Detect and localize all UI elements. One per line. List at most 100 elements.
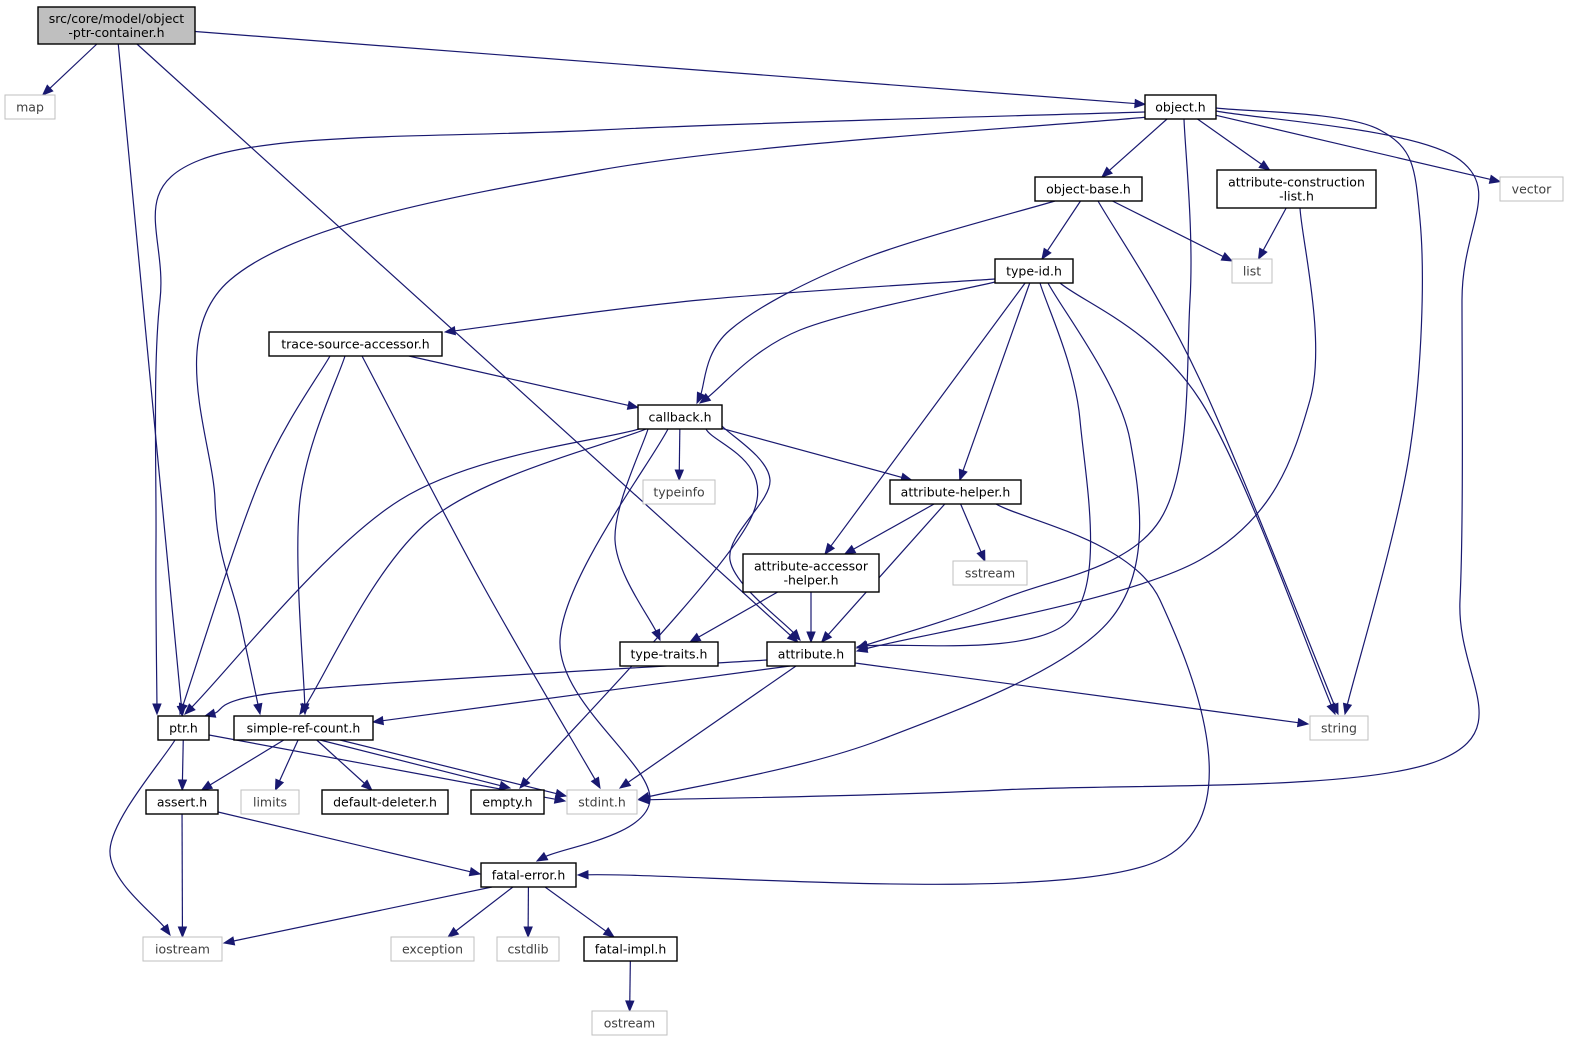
arrowhead-icon (618, 778, 632, 789)
node-box (583, 936, 678, 962)
edge-trace-source-to-callback (408, 355, 640, 410)
arrowhead-icon (576, 869, 589, 880)
edge-attr-helper-to-attr-accessor (843, 503, 935, 555)
arrowhead-icon (535, 851, 549, 862)
arrowhead-icon (1100, 166, 1113, 178)
node-attr-accessor[interactable]: attribute-accessor-helper.h (742, 553, 880, 593)
edge-line (678, 428, 681, 473)
edge-line (826, 503, 946, 637)
node-cstdlib: cstdlib (496, 936, 560, 962)
node-label: src/core/model/object (49, 11, 184, 26)
node-label: ptr.h (169, 721, 198, 736)
edge-line (544, 886, 608, 933)
node-label: map (16, 100, 44, 115)
edge-simple-ref-to-stdint (339, 739, 568, 799)
node-object-h[interactable]: object.h (1144, 94, 1217, 120)
node-default-deleter[interactable]: default-deleter.h (321, 789, 449, 815)
node-main[interactable]: src/core/model/object-ptr-container.h (37, 6, 196, 45)
node-box (240, 789, 300, 815)
node-type-traits[interactable]: type-traits.h (619, 641, 719, 667)
edge-line (699, 200, 1056, 396)
edge-line (1215, 107, 1423, 707)
node-trace-source[interactable]: trace-source-accessor.h (268, 331, 443, 357)
arrowhead-icon (820, 631, 833, 644)
arrowhead-icon (1258, 160, 1271, 171)
edge-simple-ref-to-limits (274, 739, 299, 792)
node-callback[interactable]: callback.h (637, 404, 723, 430)
edge-ptr-h-to-assert-h (177, 739, 188, 792)
edge-type-id-to-string (1059, 282, 1336, 716)
edge-type-id-to-callback (698, 281, 996, 404)
node-label: trace-source-accessor.h (281, 337, 429, 352)
node-label: -ptr-container.h (68, 25, 164, 40)
edge-line (297, 355, 346, 707)
arrowhead-icon (498, 780, 512, 791)
arrowhead-icon (178, 702, 188, 716)
arrowhead-icon (41, 84, 54, 96)
arrowhead-icon (1488, 174, 1502, 184)
node-fatal-impl[interactable]: fatal-impl.h (583, 936, 678, 962)
edge-ptr-h-to-iostream (109, 739, 176, 937)
edge-line (452, 278, 996, 332)
edge-simple-ref-to-default-deleter (316, 739, 373, 791)
node-box (1309, 715, 1369, 741)
node-label: type-id.h (1006, 264, 1062, 279)
node-box (994, 258, 1074, 284)
arrowhead-icon (177, 779, 188, 792)
node-label: -helper.h (783, 573, 838, 588)
edge-line (361, 355, 597, 782)
node-attr-construction[interactable]: attribute-construction-list.h (1216, 169, 1377, 209)
edge-main-to-ptr-h (117, 43, 187, 718)
node-attr-helper[interactable]: attribute-helper.h (889, 479, 1022, 505)
node-box (1034, 176, 1143, 202)
edge-line (646, 110, 1480, 801)
arrowhead-icon (371, 715, 385, 726)
edge-line (195, 116, 1149, 707)
edge-callback-to-type-traits (614, 428, 661, 642)
node-empty-h[interactable]: empty.h (470, 789, 545, 815)
edge-line (585, 503, 1210, 885)
node-fatal-error[interactable]: fatal-error.h (480, 862, 577, 888)
node-assert-h[interactable]: assert.h (145, 789, 219, 815)
arrowhead-icon (625, 1000, 635, 1013)
edge-line (1045, 200, 1082, 253)
edge-object-base-to-string (1097, 200, 1339, 716)
edge-object-h-to-object-base (1100, 118, 1168, 178)
node-label: default-deleter.h (333, 795, 437, 810)
edge-line (1197, 118, 1264, 166)
node-type-id[interactable]: type-id.h (994, 258, 1074, 284)
node-box (268, 331, 443, 357)
edge-simple-ref-to-empty-h (319, 739, 512, 791)
edge-callback-to-empty-h (519, 428, 759, 790)
arrowhead-icon (976, 549, 986, 563)
arrowhead-icon (958, 468, 968, 482)
arrowhead-icon (554, 788, 568, 799)
arrowhead-icon (523, 926, 533, 939)
arrowhead-icon (1296, 717, 1310, 728)
edge-object-h-to-vector (1215, 114, 1502, 184)
edge-type-id-to-stdint (637, 282, 1141, 802)
edge-line (319, 739, 503, 787)
node-simple-ref[interactable]: simple-ref-count.h (233, 715, 374, 741)
edge-line (278, 739, 299, 783)
edge-attribute-h-to-stdint (618, 665, 797, 789)
edge-line (543, 428, 669, 858)
node-object-base[interactable]: object-base.h (1034, 176, 1143, 202)
node-box (1216, 169, 1377, 209)
arrowhead-icon (626, 400, 640, 410)
node-label: cstdlib (507, 942, 548, 957)
arrowhead-icon (590, 776, 601, 790)
node-ptr-h[interactable]: ptr.h (157, 715, 210, 741)
node-attribute-h[interactable]: attribute.h (766, 641, 856, 667)
node-box (37, 6, 196, 45)
edge-line (117, 43, 183, 709)
edge-object-h-to-string (1215, 107, 1423, 716)
node-label: ostream (604, 1016, 655, 1031)
edge-line (829, 282, 1026, 548)
node-label: simple-ref-count.h (247, 721, 361, 736)
edge-line (380, 665, 791, 722)
edge-line (194, 30, 1138, 105)
edge-attr-helper-to-attribute-h (820, 503, 946, 644)
node-typeinfo: typeinfo (642, 479, 716, 505)
